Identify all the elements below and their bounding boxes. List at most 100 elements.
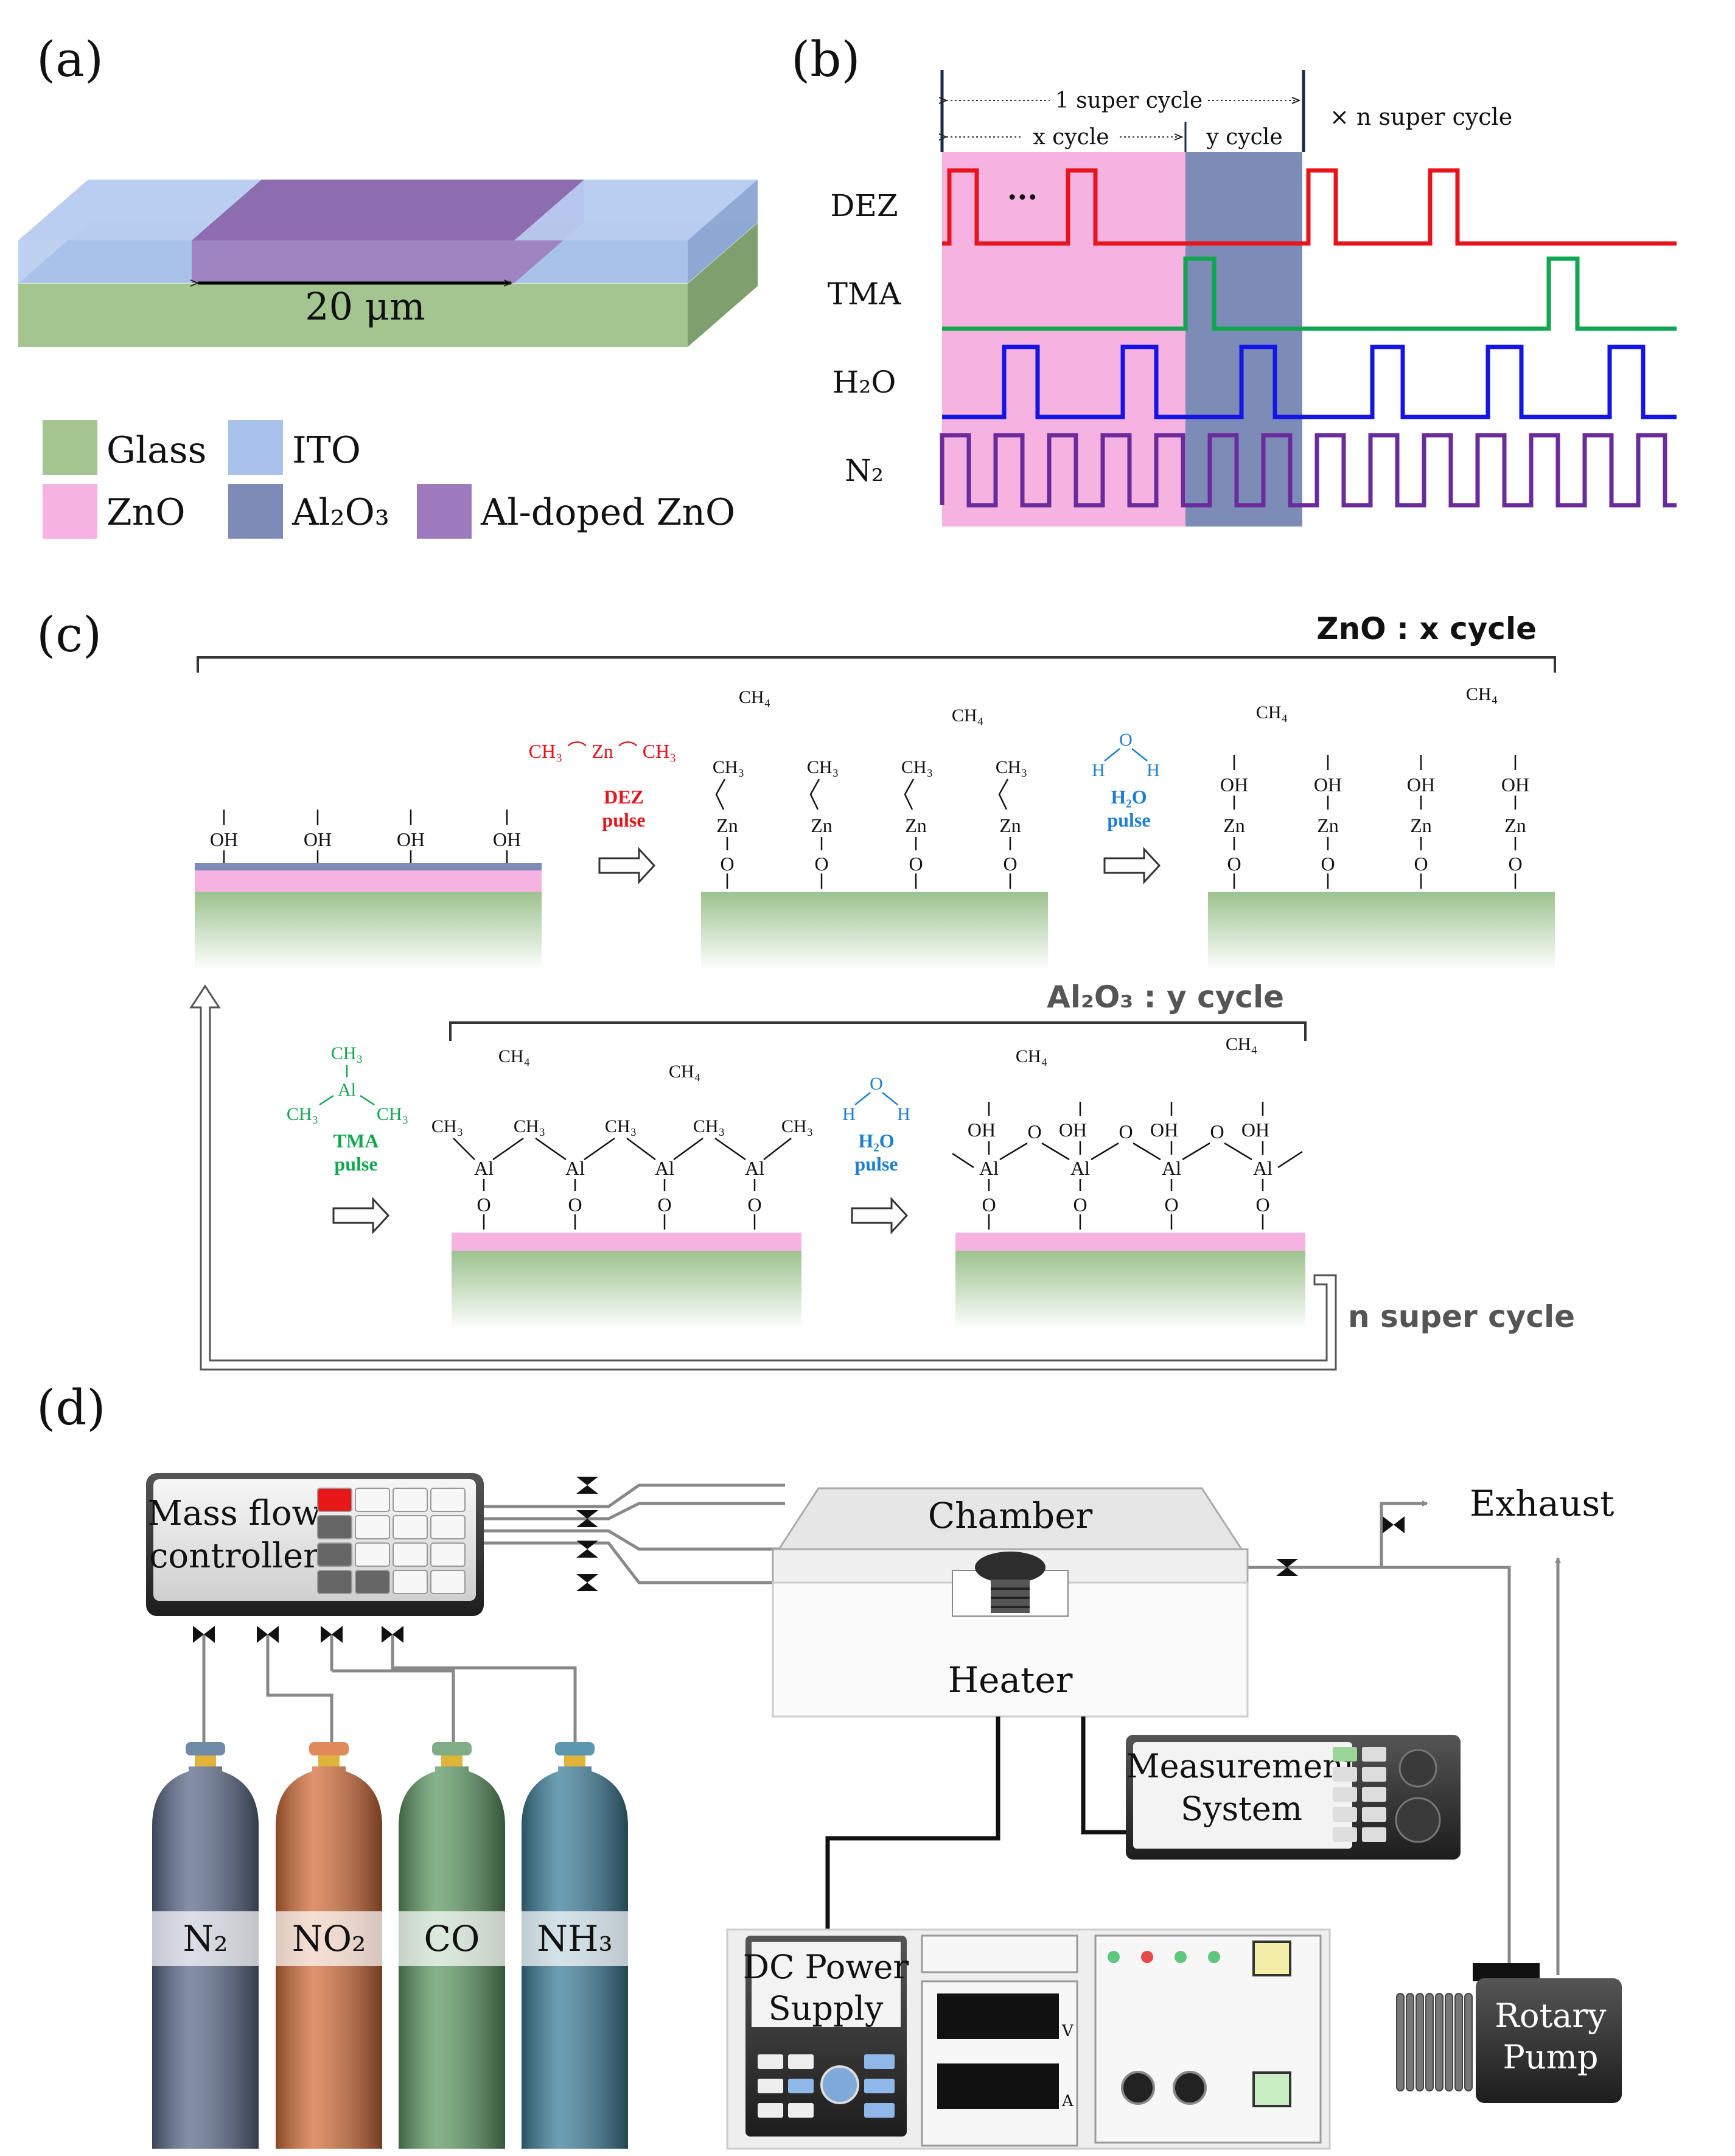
- measurement-key[interactable]: [1333, 1747, 1357, 1762]
- gas-cylinder: NO₂: [276, 1742, 382, 2149]
- current-display: [937, 2063, 1059, 2109]
- mfc-key[interactable]: [355, 1570, 390, 1594]
- mfc-key[interactable]: [430, 1542, 466, 1567]
- legend-label-azo: Al-doped ZnO: [480, 491, 735, 534]
- material-legend: Glass ITO ZnO Al₂O₃ Al-doped ZnO: [43, 420, 735, 539]
- bridge-o-label: O: [1119, 1121, 1133, 1143]
- water-h: H: [897, 1104, 910, 1124]
- oh-label: OH: [397, 828, 425, 850]
- n-super-cycle-text: n super cycle: [1348, 1299, 1575, 1334]
- mfc-key[interactable]: [430, 1570, 466, 1594]
- h2o-pulse-label-top-2: pulse: [1107, 809, 1150, 831]
- water-o: O: [870, 1074, 883, 1094]
- chamber: Chamber Heater: [772, 1487, 1249, 1718]
- measurement-key[interactable]: [1333, 1807, 1357, 1822]
- valve-icon[interactable]: [576, 1477, 598, 1494]
- mfc-key[interactable]: [430, 1488, 466, 1512]
- mfc-key[interactable]: [317, 1488, 352, 1512]
- dc-key[interactable]: [864, 2103, 895, 2118]
- oh-label: OH: [1314, 774, 1342, 796]
- zn-label: Zn: [716, 814, 738, 836]
- dc-key[interactable]: [758, 2103, 783, 2118]
- mfc-key[interactable]: [393, 1488, 428, 1512]
- valve-icon[interactable]: [576, 1541, 598, 1558]
- valve-icon[interactable]: [1276, 1559, 1298, 1576]
- mfc-key[interactable]: [317, 1570, 352, 1594]
- valve-icon[interactable]: [576, 1510, 598, 1527]
- gas-cylinder: CO: [399, 1742, 505, 2149]
- measurement-key[interactable]: [1362, 1787, 1386, 1802]
- dc-key[interactable]: [758, 2054, 783, 2069]
- cylinder-label-band: [399, 1911, 505, 1966]
- pump-body: [1476, 1978, 1622, 2103]
- valve-icon[interactable]: [1383, 1516, 1405, 1533]
- valve-icon[interactable]: [321, 1626, 343, 1643]
- dimension-label: 20 μm: [305, 284, 425, 329]
- mfc-key[interactable]: [355, 1488, 390, 1512]
- zn-label: Zn: [1317, 814, 1339, 836]
- measurement-key[interactable]: [1362, 1827, 1386, 1842]
- legend-swatch-al2o3: [228, 484, 283, 539]
- dc-key[interactable]: [864, 2054, 895, 2069]
- legend-swatch-zno: [43, 484, 97, 539]
- mfc-key[interactable]: [393, 1515, 428, 1539]
- pump-label-2: Pump: [1503, 2038, 1599, 2076]
- mfc-key[interactable]: [393, 1542, 428, 1567]
- led-3: [1175, 1951, 1187, 1963]
- oh-label: OH: [210, 828, 238, 850]
- mfc-label-2: controller: [149, 1536, 319, 1576]
- water-o: O: [1119, 730, 1133, 750]
- substrate-1: [195, 892, 542, 971]
- dc-key[interactable]: [788, 2054, 814, 2069]
- dc-key[interactable]: [788, 2079, 814, 2093]
- signal-label-tma: TMA: [828, 276, 902, 312]
- measurement-key[interactable]: [1362, 1767, 1386, 1782]
- pump-fin: [1406, 1993, 1414, 2091]
- cylinder-label-band: [152, 1911, 259, 1966]
- valve-icon[interactable]: [382, 1626, 403, 1643]
- h2o-arrow-bottom: [851, 1197, 909, 1234]
- cylinder-collar: [441, 1755, 463, 1766]
- mfc-key[interactable]: [355, 1515, 390, 1539]
- heater-label: Heater: [948, 1659, 1073, 1701]
- bridge-o-label: O: [1210, 1121, 1224, 1143]
- o-label: O: [1255, 1194, 1269, 1216]
- measurement-key[interactable]: [1362, 1747, 1386, 1762]
- cylinder-label: NH₃: [537, 1918, 613, 1959]
- mfc-key[interactable]: [393, 1570, 428, 1594]
- o-label: O: [982, 1194, 996, 1216]
- mfc-key[interactable]: [317, 1542, 352, 1567]
- h2o-pulse-label-bottom-2: pulse: [854, 1153, 898, 1175]
- measurement-keys: [1333, 1747, 1386, 1842]
- ch3-label: CH₃: [693, 1116, 725, 1136]
- dc-key[interactable]: [788, 2103, 814, 2118]
- cylinder-collar: [318, 1755, 340, 1766]
- current-unit: A: [1061, 2092, 1074, 2110]
- valve-icon[interactable]: [576, 1574, 598, 1591]
- dc-key[interactable]: [864, 2079, 895, 2093]
- dc-key[interactable]: [758, 2079, 783, 2093]
- wire-to-power: [825, 1717, 1000, 1978]
- o-label: O: [1227, 853, 1241, 875]
- valve-icon[interactable]: [193, 1626, 215, 1643]
- o-label: O: [1003, 853, 1017, 875]
- tma-ch3-right: CH₃: [377, 1104, 408, 1124]
- measurement-key[interactable]: [1362, 1807, 1386, 1822]
- ito-pad-left-top: [18, 180, 262, 240]
- voltage-unit: V: [1061, 2022, 1074, 2040]
- mfc-key[interactable]: [355, 1542, 390, 1567]
- dc-keypad: [758, 2054, 895, 2118]
- dc-dial[interactable]: [820, 2065, 859, 2104]
- measurement-key[interactable]: [1333, 1767, 1357, 1782]
- exhaust-label: Exhaust: [1470, 1483, 1614, 1524]
- dc-label-area: [752, 1942, 901, 2027]
- measurement-key[interactable]: [1333, 1827, 1357, 1842]
- measurement-key[interactable]: [1333, 1787, 1357, 1802]
- ch3-label: CH₃: [996, 757, 1027, 777]
- mfc-key[interactable]: [430, 1515, 466, 1539]
- valve-icon[interactable]: [257, 1626, 279, 1643]
- legend-swatch-azo: [417, 484, 472, 539]
- mfc-key[interactable]: [317, 1515, 352, 1539]
